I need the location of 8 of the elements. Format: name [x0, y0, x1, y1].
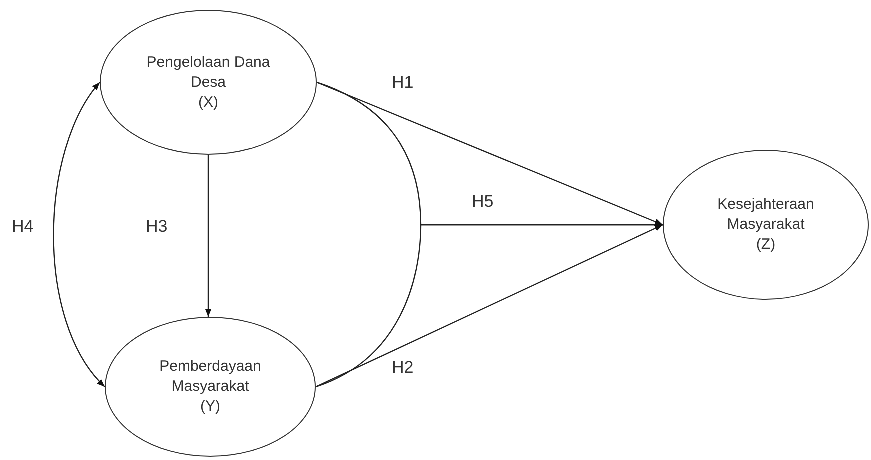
node-label: Kesejahteraan Masyarakat	[716, 195, 816, 235]
node-label: (Z)	[756, 235, 776, 255]
node-label: Pemberdayaan Masyarakat	[158, 357, 262, 397]
arrow	[205, 155, 212, 317]
node-label: Pengelolaan Dana Desa	[146, 52, 272, 92]
arrow	[53, 82, 106, 388]
node-label: (Y)	[200, 397, 220, 417]
node-label: (X)	[198, 92, 218, 112]
